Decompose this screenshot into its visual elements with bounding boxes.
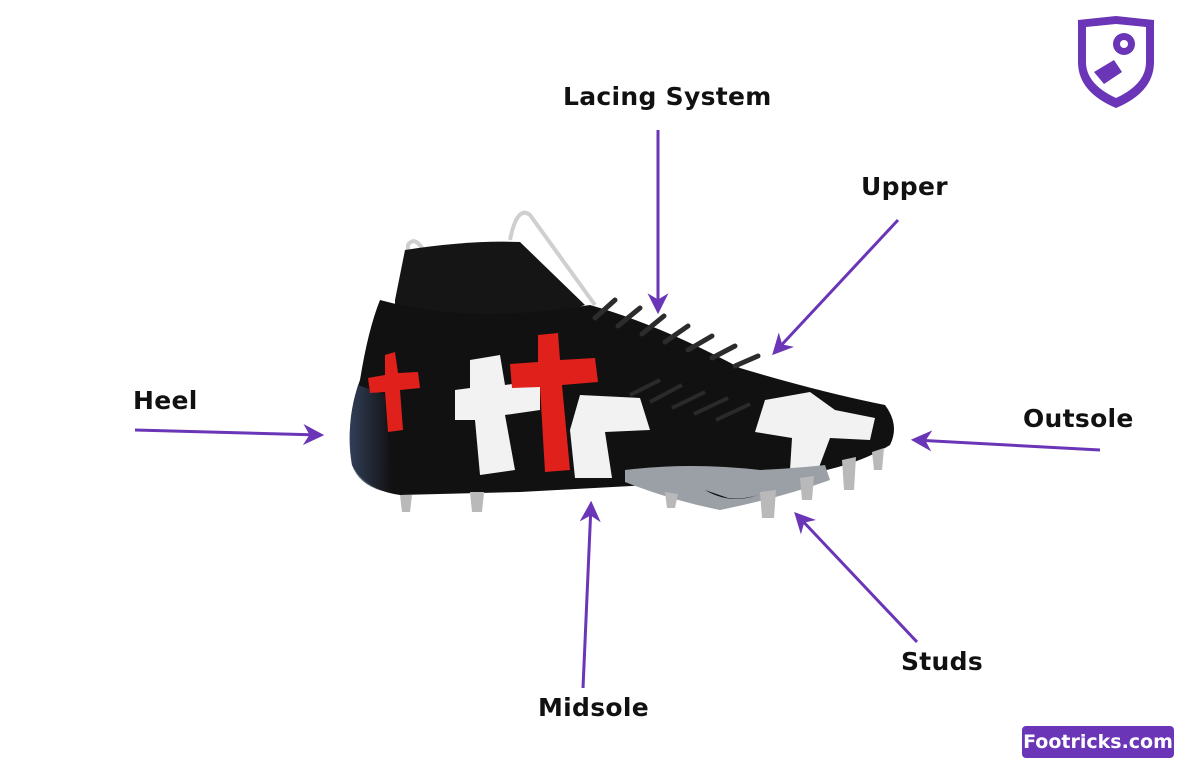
soleplate (625, 465, 830, 510)
heel-arrow (134, 424, 325, 446)
boot-mini-icon (1094, 60, 1122, 84)
sock-collar (395, 241, 585, 331)
stud (872, 448, 884, 470)
label-upper: Upper (861, 172, 948, 201)
laces (592, 297, 761, 369)
midsole-arrow (579, 500, 601, 689)
label-heel: Heel (133, 386, 198, 415)
upper-arrow (772, 218, 900, 356)
studs-arrow (794, 511, 919, 644)
brand-badge: Footricks.com (1022, 726, 1174, 758)
red-cross-heel (368, 352, 420, 432)
strike-zone-ribs (629, 378, 751, 422)
football-boot-icon (349, 210, 895, 518)
stud (470, 492, 484, 512)
label-lacing-system: Lacing System (563, 82, 772, 111)
label-midsole: Midsole (538, 693, 650, 722)
stud (665, 492, 678, 508)
shield-football-icon (1078, 16, 1154, 108)
stud (800, 476, 814, 500)
stud (842, 457, 856, 490)
studs-group (400, 448, 884, 518)
heel-counter (349, 385, 392, 493)
swoosh-logo-icon (705, 490, 758, 499)
stud (400, 495, 412, 512)
label-outsole: Outsole (1023, 404, 1134, 433)
collar-pull-tab (508, 210, 597, 307)
outsole-arrow (910, 430, 1101, 452)
stud (760, 490, 776, 518)
pointer-arrows (134, 130, 1101, 689)
red-cross-quarter (510, 333, 598, 472)
label-studs: Studs (901, 647, 984, 676)
white-cross-toe (755, 392, 875, 470)
white-cross-mid (570, 395, 650, 478)
